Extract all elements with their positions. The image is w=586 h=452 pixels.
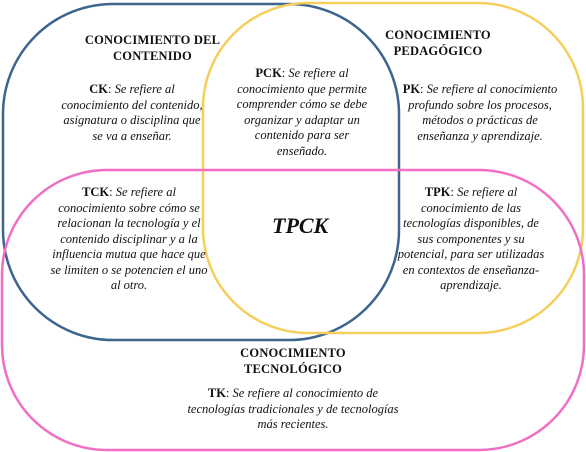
- tck-abbr: TCK: [82, 185, 110, 199]
- content-knowledge-title: CONOCIMIENTO DEL CONTENIDO: [84, 33, 221, 63]
- content-knowledge-shape: [1, 2, 401, 342]
- tpck-center-label: TPCK: [272, 213, 329, 238]
- ck-text: Se refiere al conocimiento del contenido…: [61, 82, 203, 143]
- ck-abbr: CK: [89, 82, 108, 96]
- content-knowledge-description: CK: Se refiere al conocimiento del conte…: [61, 82, 203, 143]
- technological-knowledge-block: CONOCIMIENTO TECNOLÓGICO: [220, 346, 366, 377]
- pck-description: PCK: Se refiere al conocimiento que perm…: [236, 66, 368, 158]
- technological-knowledge-shape: [0, 168, 586, 452]
- tk-abbr: TK: [207, 386, 226, 400]
- tpk-abbr: TPK: [424, 185, 451, 199]
- tck-text: Se refiere al conocimiento sobre cómo se…: [50, 185, 208, 292]
- tck-description: TCK: Se refiere al conocimiento sobre có…: [50, 185, 208, 292]
- pck-abbr: PCK: [255, 66, 282, 80]
- tpk-text: Se refiere al conocimiento de las tecnol…: [397, 185, 545, 292]
- pedagogical-knowledge-shape: [201, 1, 585, 335]
- pk-text: Se refiere al conocimiento profundo sobr…: [408, 82, 558, 143]
- tpk-description: TPK: Se refiere al conocimiento de las t…: [397, 185, 545, 292]
- pedagogical-knowledge-description: PK: Se refiere al conocimiento profundo …: [402, 82, 558, 143]
- content-knowledge-block: CONOCIMIENTO DEL CONTENIDO: [55, 33, 250, 64]
- pedagogical-knowledge-title: CONOCIMIENTO PEDAGÓGICO: [385, 28, 491, 58]
- technological-knowledge-title: CONOCIMIENTO TECNOLÓGICO: [240, 346, 346, 376]
- technological-knowledge-description: TK: Se refiere al conocimiento de tecnol…: [187, 386, 399, 431]
- pck-text: Se refiere al conocimiento que permite c…: [236, 66, 368, 158]
- pk-abbr: PK: [402, 82, 421, 96]
- pedagogical-knowledge-block: CONOCIMIENTO PEDAGÓGICO: [368, 28, 508, 59]
- tk-text: Se refiere al conocimiento de tecnología…: [187, 386, 399, 431]
